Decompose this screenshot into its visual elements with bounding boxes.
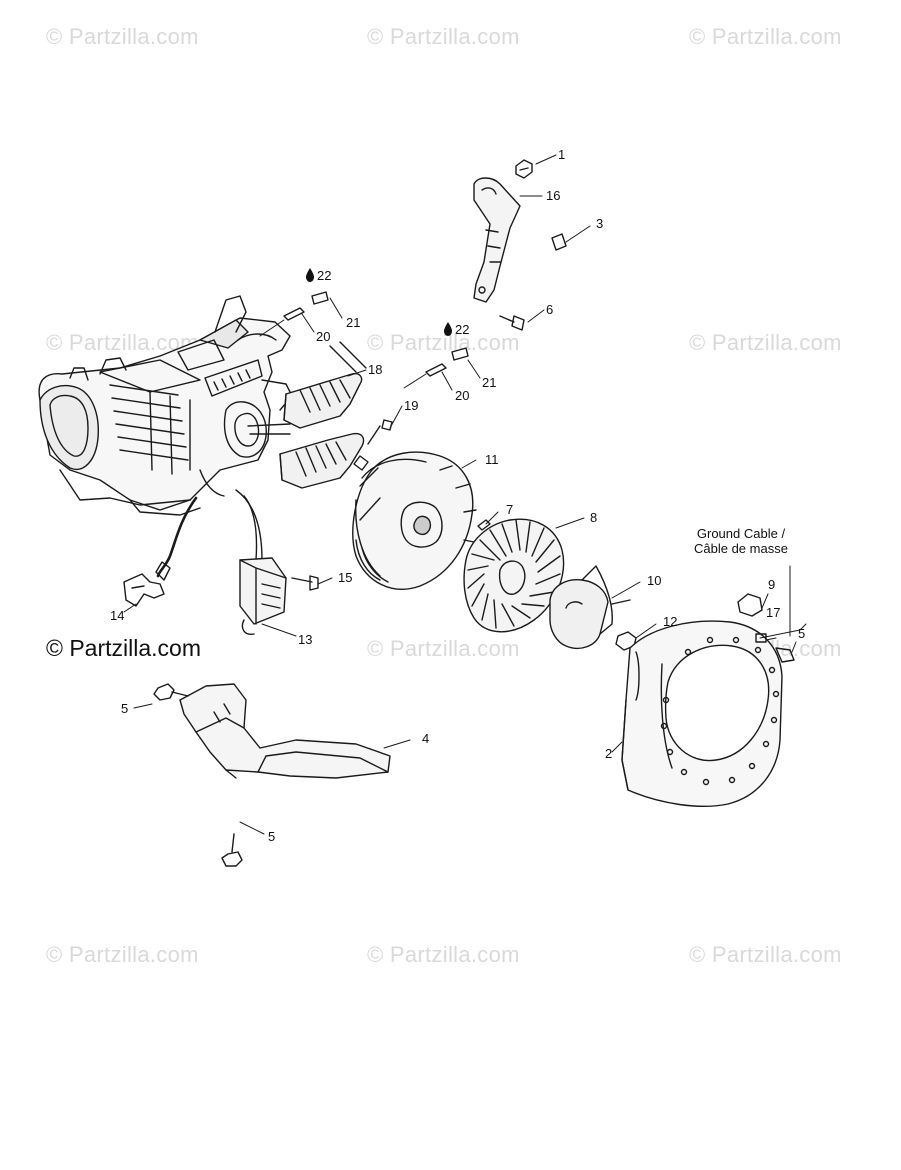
bracket-16-drawing [473,177,521,303]
callout-9: 9 [768,577,776,592]
callout-20-left: 20 [316,329,331,344]
ground-cable-label: Ground Cable / Câble de masse [694,526,788,556]
callout-5-lower: 5 [268,829,276,844]
engine-block-drawing [38,295,293,516]
oil-drop-icon [444,322,452,336]
flywheel-drawing [352,451,477,590]
callout-19: 19 [404,398,419,413]
ground-cable-label-fr: Câble de masse [694,541,788,556]
callout-3: 3 [596,216,604,231]
callout-22-right: 22 [455,322,470,337]
callout-leaders [123,154,797,835]
blower-housing-drawing [621,620,783,808]
callout-10: 10 [647,573,662,588]
callout-15: 15 [338,570,353,585]
key-7-drawing [477,519,491,531]
bolt-19-drawing [353,419,393,471]
callout-21-left: 21 [346,315,361,330]
callout-21-right: 21 [482,375,497,390]
callout-6: 6 [546,302,554,317]
watermark-top-right: © Partzilla.com [689,24,842,49]
starter-cup-drawing [549,565,631,650]
watermark-top-left: © Partzilla.com [46,24,199,49]
callout-17: 17 [766,605,781,620]
bolt-5-lower-drawing [221,833,243,867]
callout-12: 12 [663,614,678,629]
bolt-6-drawing [499,315,525,331]
stator-coils-drawing [279,341,367,489]
watermark-top-center: © Partzilla.com [367,24,520,49]
nut-1-drawing [515,159,533,179]
callout-5-right: 5 [798,626,806,641]
bolt-15-drawing [291,575,319,591]
callout-1: 1 [558,147,566,162]
bolt-5-upper-drawing [153,683,189,701]
watermark-bottom-center: © Partzilla.com [367,942,520,967]
ignition-wire-drawing [123,489,287,635]
watermark-bottom-right: © Partzilla.com [689,942,842,967]
pins-upper-right-drawing [403,347,469,389]
callout-18: 18 [368,362,383,377]
clip-3-drawing [551,233,567,251]
callout-16: 16 [546,188,561,203]
cooling-fan-drawing [463,518,565,633]
callout-20-right: 20 [455,388,470,403]
bracket-4-drawing [179,683,391,779]
callout-14: 14 [110,608,125,623]
callout-4: 4 [422,731,430,746]
callout-2: 2 [605,746,613,761]
ground-hardware-drawing [737,565,807,663]
callout-7: 7 [506,502,514,517]
watermark-mid-center: © Partzilla.com [367,330,520,355]
pins-upper-left-drawing [259,291,329,337]
watermark-low-center: © Partzilla.com [367,636,520,661]
callout-11: 11 [485,452,499,467]
watermark-mid-right: © Partzilla.com [689,330,842,355]
callout-22-left: 22 [317,268,332,283]
ground-cable-label-en: Ground Cable / [696,526,786,541]
watermark-bottom-left: © Partzilla.com [46,942,199,967]
callout-5-upper: 5 [121,701,129,716]
oil-drop-icon [306,268,314,282]
callout-8: 8 [590,510,598,525]
callout-13: 13 [298,632,313,647]
watermark-main: © Partzilla.com [46,635,201,661]
